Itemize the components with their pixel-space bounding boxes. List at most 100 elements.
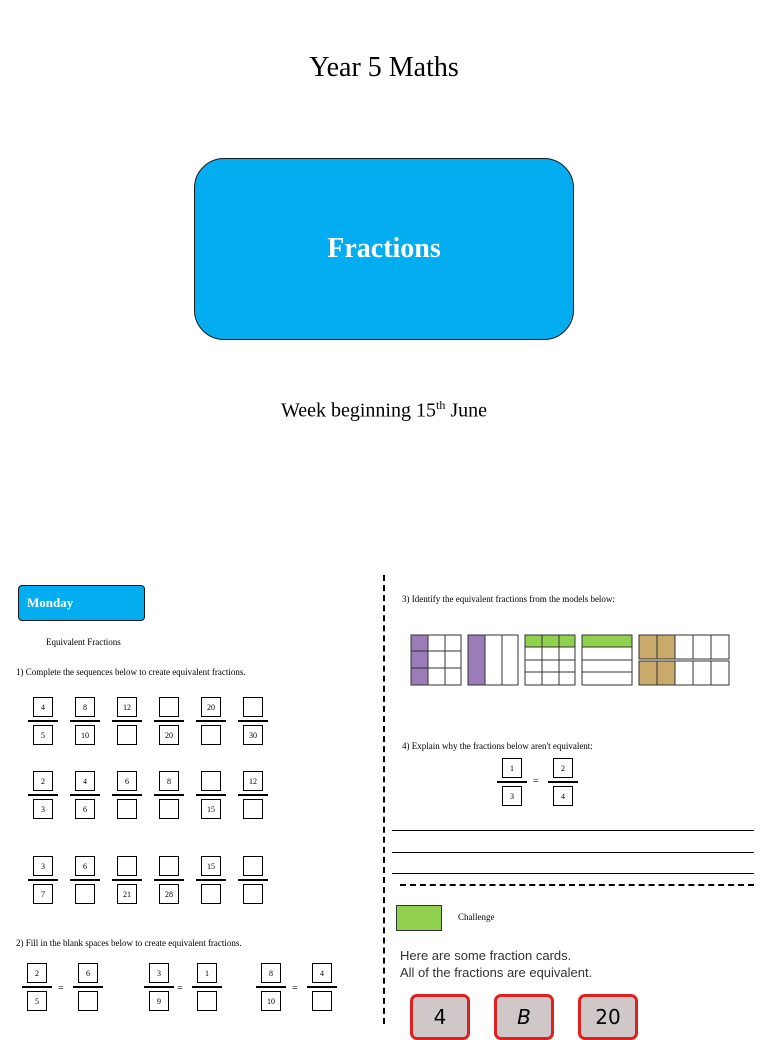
numerator-box[interactable]: 12 <box>117 697 137 717</box>
denominator-box[interactable]: 20 <box>159 725 179 745</box>
numerator-box[interactable]: 3 <box>149 963 169 983</box>
denominator-box[interactable]: 7 <box>33 884 53 904</box>
question-2: 2) Fill in the blank spaces below to cre… <box>16 938 242 948</box>
numerator-box[interactable]: 6 <box>117 771 137 791</box>
numerator-box[interactable]: 8 <box>75 697 95 717</box>
denominator-box[interactable] <box>75 884 95 904</box>
numerator-box[interactable]: 12 <box>243 771 263 791</box>
fraction-bar <box>70 720 100 722</box>
denominator-box[interactable]: 21 <box>117 884 137 904</box>
fraction-bar <box>196 720 226 722</box>
equals-sign: = <box>533 776 539 787</box>
model-4 <box>581 634 633 686</box>
cards-intro: Here are some fraction cards. All of the… <box>400 947 592 981</box>
denominator-box[interactable]: 30 <box>243 725 263 745</box>
numerator-box[interactable] <box>243 697 263 717</box>
numerator-box[interactable]: 4 <box>75 771 95 791</box>
equals-sign: = <box>177 983 183 994</box>
denominator-box[interactable] <box>117 799 137 819</box>
numerator-box[interactable]: 8 <box>159 771 179 791</box>
numerator-box[interactable]: 15 <box>201 856 221 876</box>
fraction-bar <box>28 794 58 796</box>
answer-line-1[interactable] <box>392 830 754 831</box>
denominator-box[interactable] <box>312 991 332 1011</box>
equals-sign: = <box>58 983 64 994</box>
numerator-box[interactable]: 6 <box>78 963 98 983</box>
denominator-box[interactable]: 28 <box>159 884 179 904</box>
answer-line-2[interactable] <box>392 852 754 853</box>
answer-line-3[interactable] <box>392 873 754 874</box>
denominator-box[interactable]: 4 <box>553 786 573 806</box>
numerator-box[interactable]: 2 <box>553 758 573 778</box>
worksheet-title: Year 5 Maths <box>309 52 459 83</box>
denominator-box[interactable]: 6 <box>75 799 95 819</box>
cards-intro-line-1: Here are some fraction cards. <box>400 948 572 963</box>
fraction-bar <box>256 986 286 988</box>
denominator-box[interactable] <box>243 799 263 819</box>
fraction-bar <box>28 879 58 881</box>
fraction-bar <box>154 794 184 796</box>
model-5 <box>638 634 730 686</box>
denominator-box[interactable]: 3 <box>33 799 53 819</box>
fraction-models-svg <box>410 634 730 686</box>
denominator-box[interactable] <box>197 991 217 1011</box>
numerator-box[interactable] <box>117 856 137 876</box>
numerator-box[interactable] <box>159 856 179 876</box>
challenge-marker <box>396 905 442 931</box>
sequence-fraction: 20 <box>196 697 226 745</box>
fraction-bar <box>73 986 103 988</box>
numerator-box[interactable]: 4 <box>33 697 53 717</box>
denominator-box[interactable]: 10 <box>75 725 95 745</box>
denominator-box[interactable]: 15 <box>201 799 221 819</box>
fraction-bar <box>238 879 268 881</box>
sequence-fraction: 20 <box>154 697 184 745</box>
fraction-bar <box>112 720 142 722</box>
denominator-box[interactable]: 5 <box>33 725 53 745</box>
q2-fraction-right: 6 <box>73 963 103 1011</box>
sequence-fraction: 6 <box>112 771 142 819</box>
fraction-bar <box>28 720 58 722</box>
denominator-box[interactable] <box>78 991 98 1011</box>
numerator-box[interactable]: 4 <box>312 963 332 983</box>
numerator-box[interactable]: 20 <box>201 697 221 717</box>
denominator-box[interactable] <box>117 725 137 745</box>
numerator-box[interactable]: 1 <box>197 963 217 983</box>
numerator-box[interactable]: 2 <box>27 963 47 983</box>
numerator-box[interactable] <box>201 771 221 791</box>
numerator-box[interactable]: 8 <box>261 963 281 983</box>
fraction-bar <box>548 781 578 783</box>
numerator-box[interactable]: 1 <box>502 758 522 778</box>
fraction-bar <box>70 794 100 796</box>
denominator-box[interactable] <box>201 725 221 745</box>
q2-fraction-right: 4 <box>307 963 337 1011</box>
denominator-box[interactable] <box>201 884 221 904</box>
week-label: Week beginning 15th June <box>0 398 768 423</box>
numerator-box[interactable] <box>159 697 179 717</box>
numerator-box[interactable]: 2 <box>33 771 53 791</box>
denominator-box[interactable]: 9 <box>149 991 169 1011</box>
denominator-box[interactable]: 3 <box>502 786 522 806</box>
equals-sign: = <box>292 983 298 994</box>
denominator-box[interactable]: 5 <box>27 991 47 1011</box>
fraction-card-1: 4 <box>410 994 470 1040</box>
monday-label: Monday <box>27 595 74 610</box>
sequence-fraction: 15 <box>196 771 226 819</box>
denominator-box[interactable]: 10 <box>261 991 281 1011</box>
denominator-box[interactable] <box>243 884 263 904</box>
week-prefix: Week beginning 15 <box>280 399 436 422</box>
numerator-box[interactable]: 6 <box>75 856 95 876</box>
fraction-bar <box>22 986 52 988</box>
denominator-box[interactable] <box>159 799 179 819</box>
numerator-box[interactable] <box>243 856 263 876</box>
fraction-bar <box>154 720 184 722</box>
sequence-fraction: 28 <box>154 856 184 904</box>
fraction-bar <box>112 879 142 881</box>
fraction-bar <box>307 986 337 988</box>
numerator-box[interactable]: 3 <box>33 856 53 876</box>
